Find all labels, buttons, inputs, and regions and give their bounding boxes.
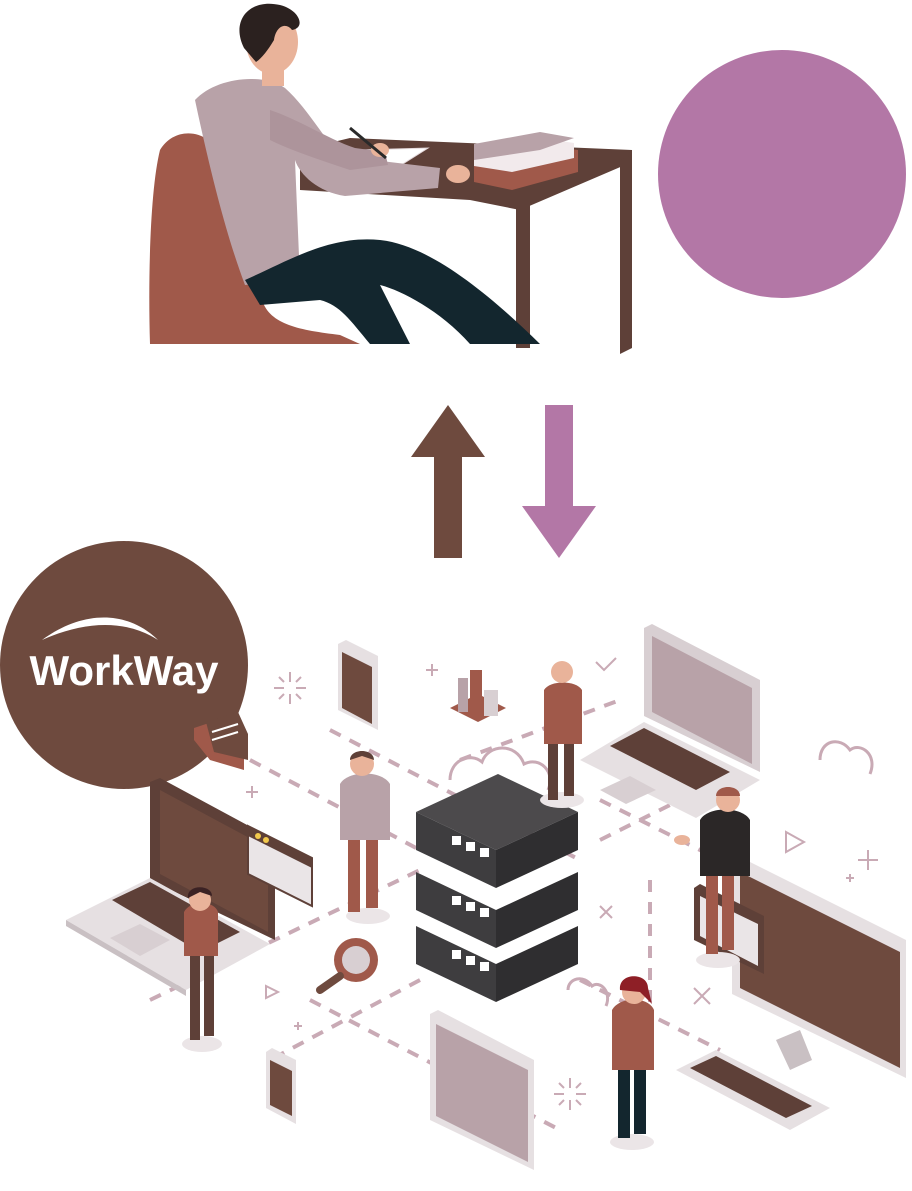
logo-text: WorkWay xyxy=(29,647,219,694)
arrow-down-icon xyxy=(522,405,596,558)
desk-leg xyxy=(516,200,530,348)
monitor-right xyxy=(676,858,906,1130)
pencil xyxy=(349,126,387,160)
hair xyxy=(239,3,300,62)
building-chart-icon xyxy=(450,670,506,722)
workway-logo: WorkWay xyxy=(0,541,248,789)
tablet-bottom xyxy=(430,1010,534,1170)
phone-top xyxy=(338,640,378,730)
server-unit xyxy=(416,774,578,888)
server-stack xyxy=(416,746,578,1002)
person-woman-left xyxy=(182,887,222,1052)
cloud-icon xyxy=(448,746,552,791)
purple-circle xyxy=(658,50,906,298)
server-unit xyxy=(416,872,578,948)
person-woman-bottom xyxy=(610,976,654,1150)
browser-window-icon xyxy=(247,824,313,908)
person-at-desk xyxy=(149,3,632,354)
person-gray-sweater xyxy=(340,751,390,924)
logo-circle xyxy=(0,541,248,789)
laptop-left xyxy=(66,778,275,996)
chair xyxy=(149,133,360,344)
chat-bubble-icon xyxy=(194,712,248,770)
server-unit xyxy=(416,926,578,1002)
phone-bottom xyxy=(266,1048,296,1124)
books xyxy=(474,132,574,160)
legs xyxy=(245,239,540,344)
laptop-right-top xyxy=(580,624,760,818)
logo-swoosh xyxy=(42,617,158,640)
sparkle-icons xyxy=(246,657,878,1110)
magnifier-icon xyxy=(316,938,378,994)
desk-leg xyxy=(620,155,632,354)
hand xyxy=(371,143,389,157)
arrow-up-icon xyxy=(411,405,485,558)
arm xyxy=(270,110,388,170)
person-brown-shirt-top xyxy=(540,661,584,808)
hand xyxy=(446,165,470,183)
torso xyxy=(195,78,440,285)
network-scene xyxy=(66,624,906,1170)
person-black-shirt xyxy=(674,787,750,968)
